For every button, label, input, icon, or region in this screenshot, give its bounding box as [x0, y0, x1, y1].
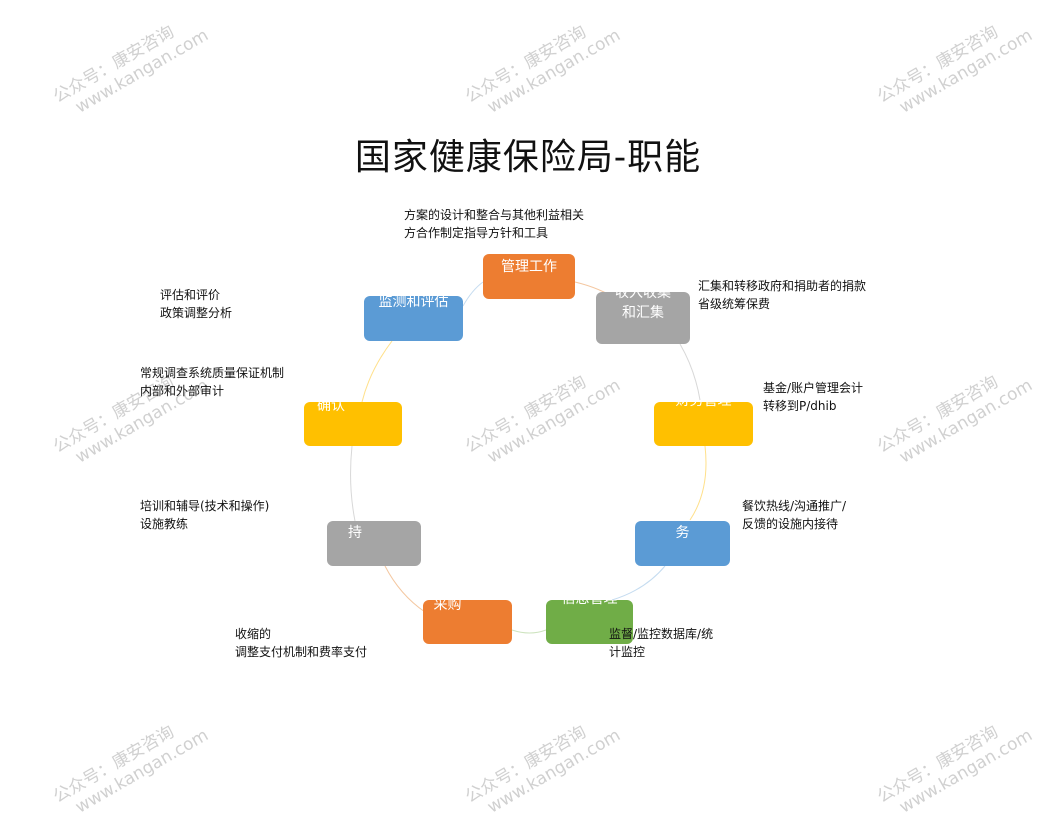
note-service: 餐饮热线/沟通推广/ 反馈的设施内接待 — [742, 497, 846, 533]
node-monitoring-label: 监测和评估 — [378, 296, 449, 310]
note-information: 监督/监控数据库/统 计监控 — [609, 625, 713, 661]
page-title: 国家健康保险局-职能 — [354, 137, 702, 178]
note-line: 汇集和转移政府和捐助者的捐款 — [698, 279, 867, 293]
note-management: 方案的设计和整合与其他利益相关 方合作制定指导方针和工具 — [404, 206, 584, 242]
note-line: 省级统筹保费 — [698, 297, 771, 311]
note-line: 转移到P/dhib — [763, 399, 837, 413]
note-monitoring: 评估和评价 政策调整分析 — [160, 286, 232, 322]
note-line: 政策调整分析 — [160, 306, 233, 320]
node-collection-line1: 收入收集 — [615, 292, 671, 301]
note-purchasing: 收缩的 调整支付机制和费率支付 — [235, 625, 367, 661]
note-line: 餐饮热线/沟通推广/ — [742, 499, 847, 513]
note-line: 方案的设计和整合与其他利益相关 — [404, 208, 585, 222]
note-line: 监督/监控数据库/统 — [609, 627, 714, 641]
node-information-label: 信息管理 — [546, 600, 633, 609]
node-finance-label: 财务管理 — [654, 402, 753, 411]
node-support: 持 — [327, 521, 421, 566]
note-support: 培训和辅导(技术和操作) 设施教练 — [140, 497, 269, 533]
note-collection: 汇集和转移政府和捐助者的捐款 省级统筹保费 — [698, 277, 866, 313]
node-collection-line2: 和汇集 — [622, 305, 664, 321]
node-confirm-label: 确认 — [317, 402, 345, 414]
note-line: 计监控 — [609, 645, 646, 659]
note-line: 评估和评价 — [160, 288, 221, 302]
node-support-label: 持 — [348, 525, 362, 541]
node-monitoring: 监测和评估 — [364, 296, 463, 341]
note-line: 方合作制定指导方针和工具 — [404, 226, 549, 240]
note-line: 常规调查系统质量保证机制 — [140, 366, 285, 380]
ring-arc — [611, 565, 666, 601]
ring-arc — [679, 343, 701, 401]
note-line: 反馈的设施内接待 — [742, 517, 839, 531]
note-line: 收缩的 — [235, 627, 272, 641]
ring-arc — [384, 565, 426, 613]
node-service-label: 务 — [675, 525, 690, 541]
note-line: 内部和外部审计 — [140, 384, 225, 398]
node-management-label: 管理工作 — [501, 259, 557, 275]
ring-arc — [462, 281, 484, 307]
note-line: 设施教练 — [140, 517, 189, 531]
note-confirm: 常规调查系统质量保证机制 内部和外部审计 — [140, 364, 284, 400]
note-line: 调整支付机制和费率支付 — [235, 645, 368, 659]
note-finance: 基金/账户管理会计 转移到P/dhib — [763, 379, 863, 415]
ring-arc — [361, 340, 393, 403]
node-management: 管理工作 — [483, 254, 575, 299]
node-collection: 收入收集 和汇集 — [596, 292, 690, 344]
node-information: 信息管理 — [546, 600, 633, 644]
ring-arc — [350, 445, 356, 522]
node-finance: 财务管理 — [654, 402, 753, 446]
node-confirm: 确认 — [304, 402, 402, 446]
node-service: 务 — [635, 521, 730, 566]
node-purchasing-label: 采购 — [433, 600, 462, 613]
node-purchasing: 采购 — [423, 600, 512, 644]
ring-arc — [511, 629, 547, 634]
ring-arc — [689, 445, 707, 521]
note-line: 培训和辅导(技术和操作) — [140, 499, 270, 513]
note-line: 基金/账户管理会计 — [763, 381, 864, 395]
